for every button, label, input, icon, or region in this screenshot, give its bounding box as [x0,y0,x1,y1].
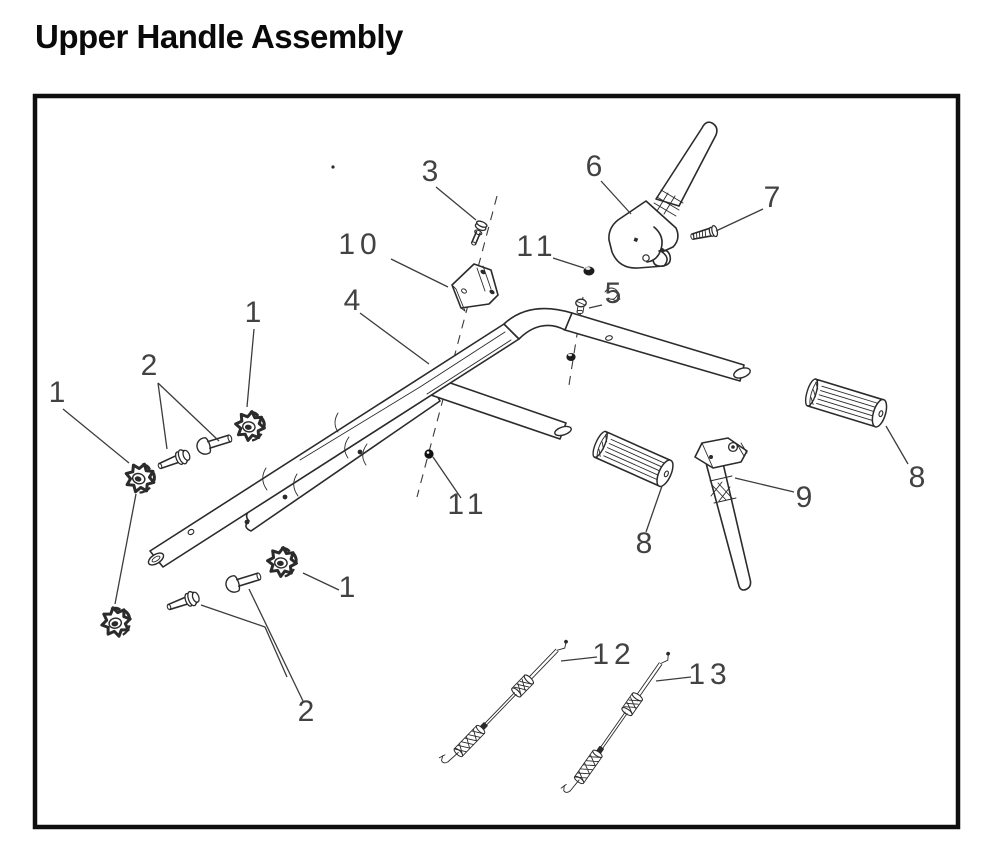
lock-lever-drawing [694,437,752,591]
callout-leader-2 [248,588,304,702]
callout-leader-6 [600,180,632,215]
center-axis-dashed-line [416,195,584,498]
part-number-label-13: 13 [688,658,731,691]
part-number-label-1: 1 [49,376,66,409]
handle-clamp-bracket-drawing [451,263,499,312]
callout-leader-2 [157,382,220,442]
callout-leader-1 [62,408,130,464]
screw-drawing [575,298,587,315]
callout-leader-3 [435,186,477,221]
upper-handle-tube-drawing [147,307,751,568]
brake-lever-drawing [608,121,718,269]
part-number-label-6: 6 [586,150,603,183]
part-number-label-10: 10 [338,228,381,261]
pivot-bolt-drawing [690,225,719,240]
part-number-label-2: 2 [141,349,158,382]
nut-drawing [583,266,595,276]
part-number-label-1: 1 [245,296,262,329]
callout-leader-13 [655,676,692,682]
part-number-label-9: 9 [796,481,813,514]
stray-dot [331,165,335,169]
callout-leader-4 [359,312,430,365]
part-number-label-4: 4 [344,284,361,317]
part-number-label-5: 5 [605,277,622,310]
part-number-label-1: 1 [339,571,356,604]
callout-leader-12 [560,656,598,662]
part-number-label-12: 12 [592,638,635,671]
callout-leader-8 [885,425,909,465]
diagram-frame [32,93,961,830]
part-number-label-3: 3 [422,155,439,188]
part-number-label-2: 2 [298,695,315,728]
callout-leader-11 [432,456,462,499]
part-number-label-8: 8 [636,527,653,560]
callout-leader-2 [200,604,288,678]
callout-leader-1 [302,572,340,591]
part-number-label-11: 11 [447,488,488,521]
nut-drawing [424,449,434,459]
part-number-label-7: 7 [764,181,781,214]
part-number-label-11: 11 [516,230,557,263]
nut-drawing [566,353,576,361]
callout-leader-7 [715,208,764,232]
callout-leader-1 [246,328,255,408]
callout-leader-11 [552,257,585,269]
callout-leader-5 [588,304,603,309]
callout-leader-2 [157,382,168,450]
callout-leader-8 [645,485,663,533]
callout-leader-10 [390,258,449,288]
part-number-label-8: 8 [909,461,926,494]
cable-hook-drawing [604,287,621,301]
page-title: Upper Handle Assembly [35,18,403,55]
callout-leader-9 [734,477,795,493]
carriage-bolt-drawing [470,220,488,246]
callout-leader-1 [114,493,137,605]
